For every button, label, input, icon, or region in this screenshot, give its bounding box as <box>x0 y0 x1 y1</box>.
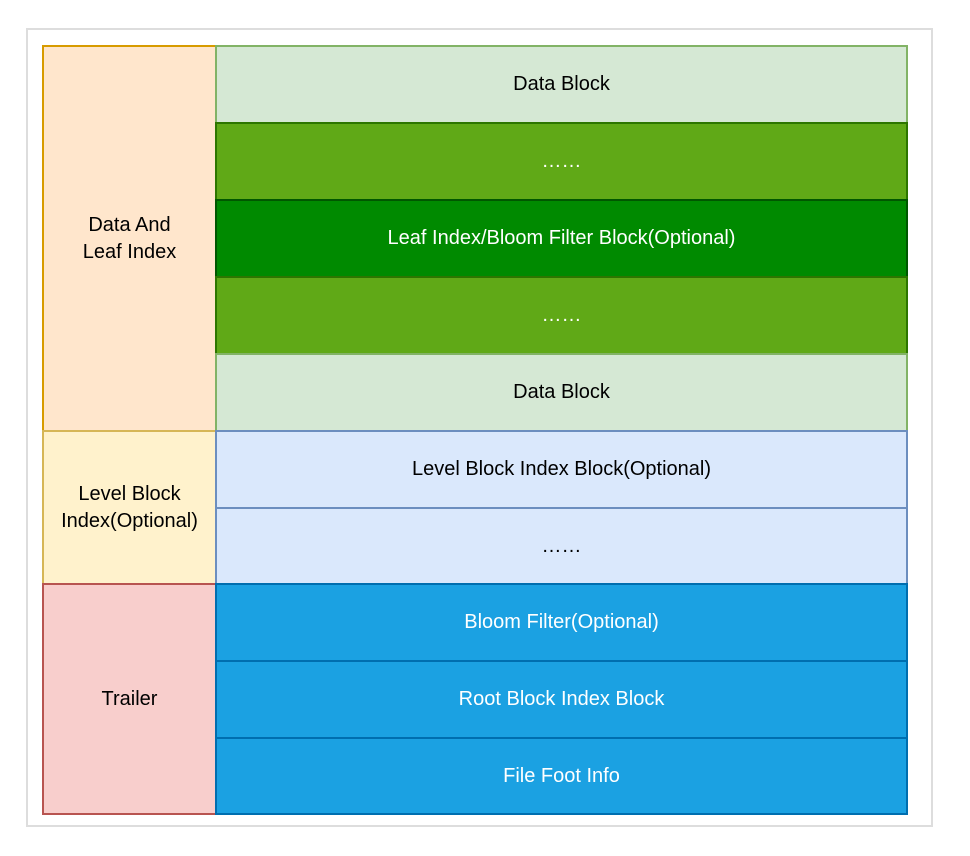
block-file-foot-info: File Foot Info <box>215 737 908 815</box>
block-label: File Foot Info <box>503 764 620 787</box>
block-label: Root Block Index Block <box>458 688 665 710</box>
block-label: Data Block <box>513 73 610 95</box>
block-ellipsis-green-2: …… <box>215 276 908 355</box>
block-ellipsis-blue: …… <box>215 507 908 586</box>
block-label: …… <box>541 304 582 326</box>
block-ellipsis-green-1: …… <box>215 122 908 201</box>
category-label: Level Block Index(Optional) <box>61 482 198 532</box>
category-label: Data And Leaf Index <box>82 213 177 263</box>
category-trailer: Trailer <box>42 583 217 815</box>
category-data-and-leaf-index: Data And Leaf Index <box>42 45 217 432</box>
block-label: …… <box>541 535 582 557</box>
block-root-block-index: Root Block Index Block <box>215 660 908 739</box>
block-data-block-bottom: Data Block <box>215 353 908 432</box>
category-label: Trailer <box>101 687 158 710</box>
block-level-block-index: Level Block Index Block(Optional) <box>215 430 908 509</box>
block-label: Data Block <box>513 381 610 403</box>
block-bloom-filter: Bloom Filter(Optional) <box>215 583 908 662</box>
block-label: Bloom Filter(Optional) <box>464 611 659 633</box>
block-label: Level Block Index Block(Optional) <box>411 458 712 480</box>
block-data-block-top: Data Block <box>215 45 908 124</box>
block-label: Leaf Index/Bloom Filter Block(Optional) <box>387 227 736 249</box>
category-level-block-index: Level Block Index(Optional) <box>42 430 217 585</box>
block-leaf-index-bloom-filter: Leaf Index/Bloom Filter Block(Optional) <box>215 199 908 278</box>
block-label: …… <box>541 150 582 172</box>
